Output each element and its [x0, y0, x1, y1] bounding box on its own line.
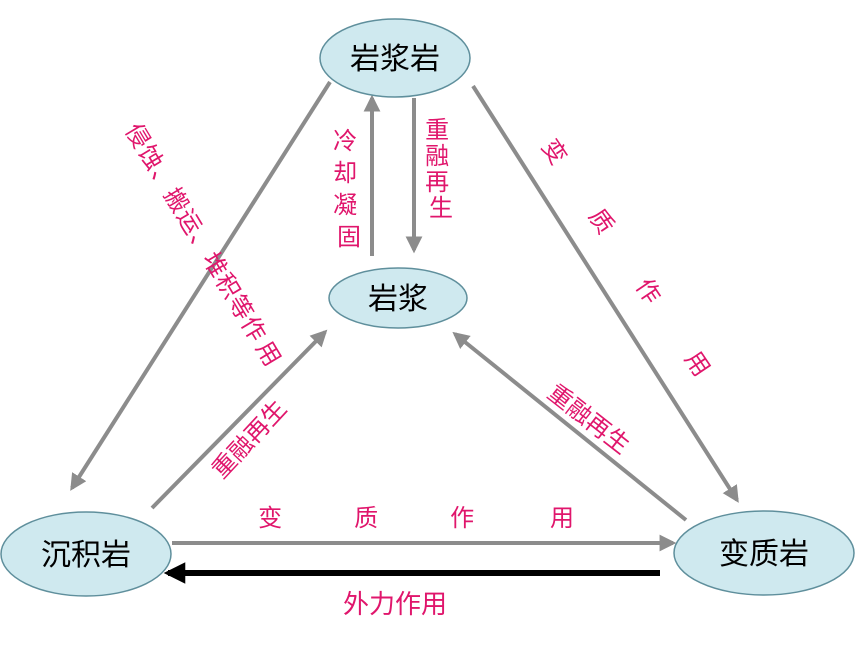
- label-metamorphism-bottom: 变 质 作 用: [258, 504, 574, 532]
- node-igneous-rock: 岩浆岩: [319, 18, 471, 98]
- node-sedimentary-label: 沉积岩: [41, 538, 131, 573]
- metamorphism-right-char: 作: [630, 273, 667, 309]
- cooling-char: 固: [337, 223, 361, 251]
- node-magma: 岩浆: [328, 267, 468, 329]
- label-metamorphism-right: 变 质 作 用: [536, 134, 716, 382]
- remelting-center-char: 融: [425, 142, 449, 170]
- label-weathering-text: 侵 蚀 、 搬 运 、 堆 积 等 作 用: [119, 119, 286, 372]
- arrow-igneous-to-sedimentary: [70, 80, 332, 491]
- metamorphism-right-char: 用: [679, 346, 716, 382]
- arrow-sedimentary-to-magma: [150, 329, 328, 510]
- node-metamorphic-label: 变质岩: [719, 537, 809, 572]
- cooling-char: 凝: [333, 191, 357, 219]
- node-metamorphic-ellipse: [673, 510, 855, 596]
- weathering-char: 用: [250, 336, 286, 371]
- arrow-metamorphic-to-magma: [452, 331, 688, 522]
- cooling-char: 冷: [333, 127, 357, 155]
- label-cooling-solidification: 冷 却 凝 固: [333, 127, 365, 251]
- node-sedimentary-rock: 沉积岩: [0, 511, 172, 597]
- metamorphism-right-char: 质: [583, 204, 620, 240]
- label-external-forces: 外力作用: [343, 590, 447, 620]
- metamorphism-bottom-char: 作: [450, 504, 474, 532]
- arrow-igneous-to-metamorphic: [471, 84, 739, 503]
- metamorphism-bottom-char: 用: [550, 504, 574, 532]
- remelting-center-char: 生: [429, 194, 453, 222]
- label-remelting-right: 重融再生: [542, 379, 635, 460]
- node-magma-label: 岩浆: [368, 282, 428, 317]
- node-igneous-ellipse: [319, 18, 471, 98]
- label-weathering-erosion-deposition: 侵 蚀 、 搬 运 、 堆 积 等 作 用: [119, 119, 286, 372]
- metamorphism-bottom-char: 质: [354, 504, 378, 532]
- metamorphism-right-char: 变: [536, 134, 573, 170]
- label-metamorphism-right-text: 变 质 作 用: [536, 134, 716, 382]
- node-magma-ellipse: [328, 267, 468, 329]
- cooling-char: 却: [333, 159, 357, 187]
- metamorphism-bottom-char: 变: [258, 504, 282, 532]
- node-igneous-label: 岩浆岩: [350, 42, 440, 77]
- label-remelting-center: 重 融 再 生: [425, 116, 457, 222]
- remelting-center-char: 再: [425, 168, 449, 196]
- node-sedimentary-ellipse: [0, 511, 172, 597]
- remelting-center-char: 重: [425, 116, 449, 144]
- node-metamorphic-rock: 变质岩: [673, 510, 855, 596]
